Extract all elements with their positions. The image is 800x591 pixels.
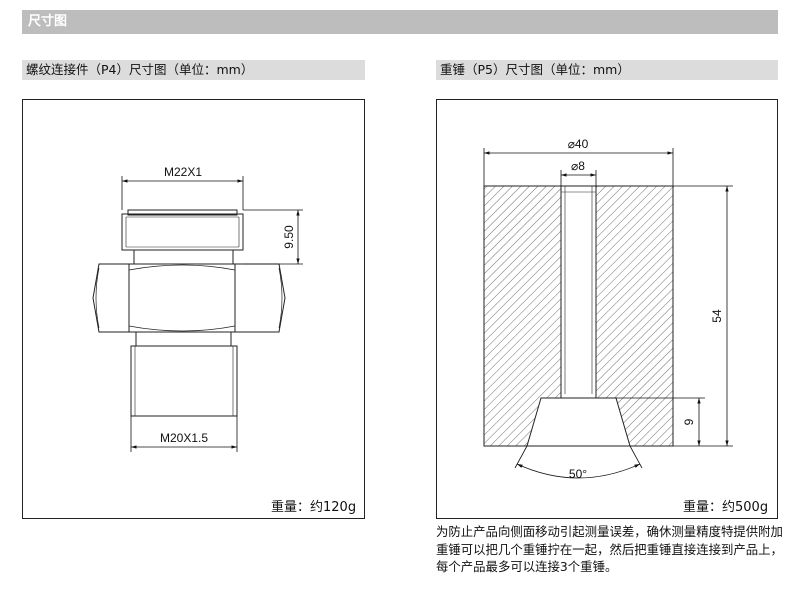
connector-drawing-panel: M22X1 9.50 M20X1.5 (22, 99, 365, 519)
dim-hole-diameter: ⌀8 (571, 159, 585, 173)
weight-drawing: ⌀40 ⌀8 54 9 50° (483, 137, 733, 481)
connector-weight: 重量：约120g (271, 500, 357, 515)
page-title: 尺寸图 (22, 10, 778, 34)
left-section-heading: 螺纹连接件（P4）尺寸图（单位：mm） (22, 60, 365, 80)
dim-counterbore: 9 (682, 418, 696, 425)
dim-outer-diameter: ⌀40 (568, 137, 589, 151)
dim-height: 54 (710, 309, 724, 323)
right-section-heading: 重锤（P5）尺寸图（单位：mm） (436, 60, 778, 80)
dim-angle: 50° (569, 467, 587, 481)
weight-drawing-panel: ⌀40 ⌀8 54 9 50° (436, 99, 778, 519)
upper-thread (121, 213, 244, 251)
lower-neck (135, 331, 232, 347)
dim-top-thread: M22X1 (164, 165, 202, 179)
hex-nut (92, 263, 286, 333)
weight-note: 为防止产品向侧面移动引起测量误差，确休测量精度特提供附加重锤可以把几个重锤拧在一… (436, 524, 783, 574)
weight-body-section (483, 185, 674, 447)
neck (133, 249, 234, 265)
dim-bottom-thread: M20X1.5 (160, 431, 208, 445)
connector-drawing: M22X1 9.50 M20X1.5 (92, 165, 303, 452)
dim-height: 9.50 (282, 225, 296, 249)
weight-weight: 重量：约500g (683, 500, 769, 515)
lower-thread (130, 345, 238, 417)
upper-thread-chamfer (127, 209, 238, 216)
